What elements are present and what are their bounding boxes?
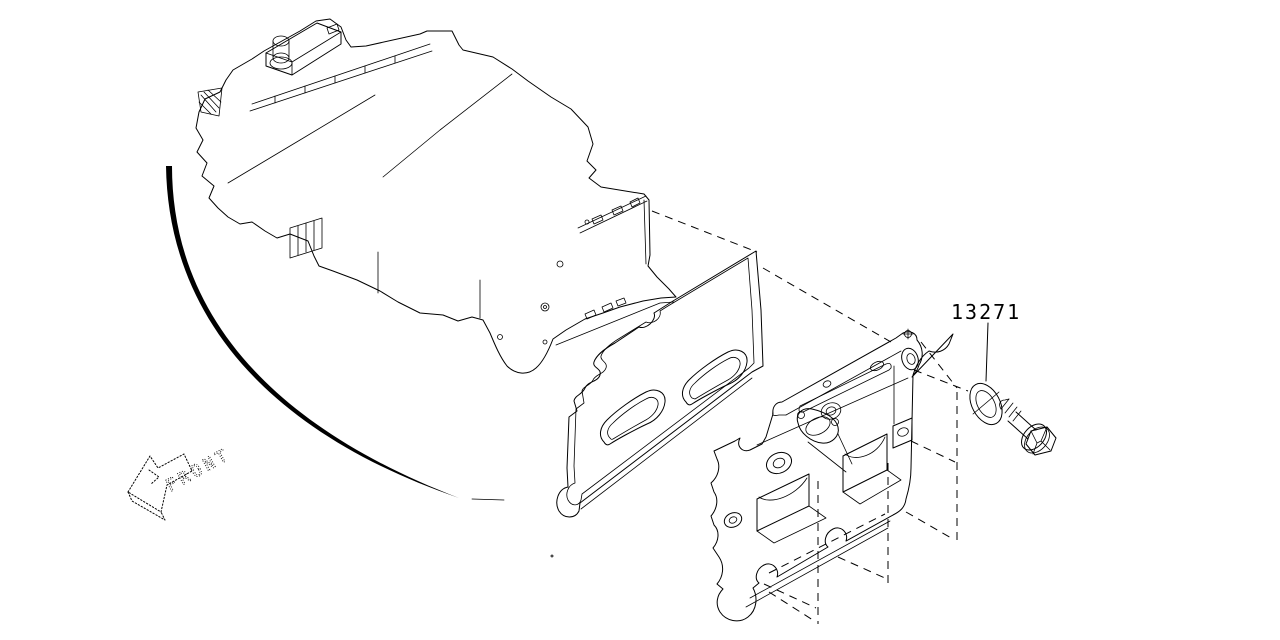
callout-leader-line (985, 322, 989, 382)
gasket-plug-hole (599, 389, 666, 446)
engine-crease-line (382, 73, 513, 178)
engine-crease-line (227, 94, 376, 184)
flange-bolt-illustration (999, 398, 1057, 456)
rocker-cover-illustration (710, 328, 954, 622)
cover-side-tab (892, 417, 913, 449)
valve-cover-gasket-illustration (556, 250, 764, 518)
cam-carrier-detail (249, 22, 433, 112)
bolt-shank (1007, 411, 1037, 440)
bolt-flange (1021, 423, 1047, 451)
gasket-plug-hole (681, 349, 748, 406)
bolt-hex-head (1025, 426, 1057, 456)
cover-recess-panel (756, 473, 827, 544)
projection-dash-lines (651, 210, 969, 624)
leader-dash-line (651, 210, 758, 253)
cover-skirt-line (745, 527, 889, 608)
cover-round-boss (820, 402, 842, 420)
front-label: FRONT (163, 444, 235, 496)
washer-slash-mark (972, 391, 1000, 415)
cover-top-rail (772, 328, 914, 416)
engine-assembly-illustration (195, 18, 677, 374)
cover-bolt-boss (765, 451, 793, 475)
engine-mount-bracket-hatched (197, 87, 223, 117)
engine-deck-flange (497, 195, 675, 346)
front-arrow-icon: FRONT (127, 444, 235, 521)
body-outline-arc (166, 166, 505, 501)
cover-skirt-line (749, 520, 891, 599)
sealing-washer-illustration (969, 382, 1003, 426)
cover-bolt-boss (723, 512, 743, 528)
part-number-callout[interactable]: 13271 (951, 300, 1021, 382)
leader-dash-line (762, 267, 892, 343)
part-number-label[interactable]: 13271 (951, 300, 1021, 324)
engine-gill-detail (289, 217, 323, 259)
bolt-thread-tip (999, 398, 1010, 410)
cover-recess-panel (842, 433, 902, 505)
scan-speck (550, 554, 554, 558)
cover-corner-boss (893, 347, 919, 425)
cover-filler-flange (796, 408, 853, 473)
